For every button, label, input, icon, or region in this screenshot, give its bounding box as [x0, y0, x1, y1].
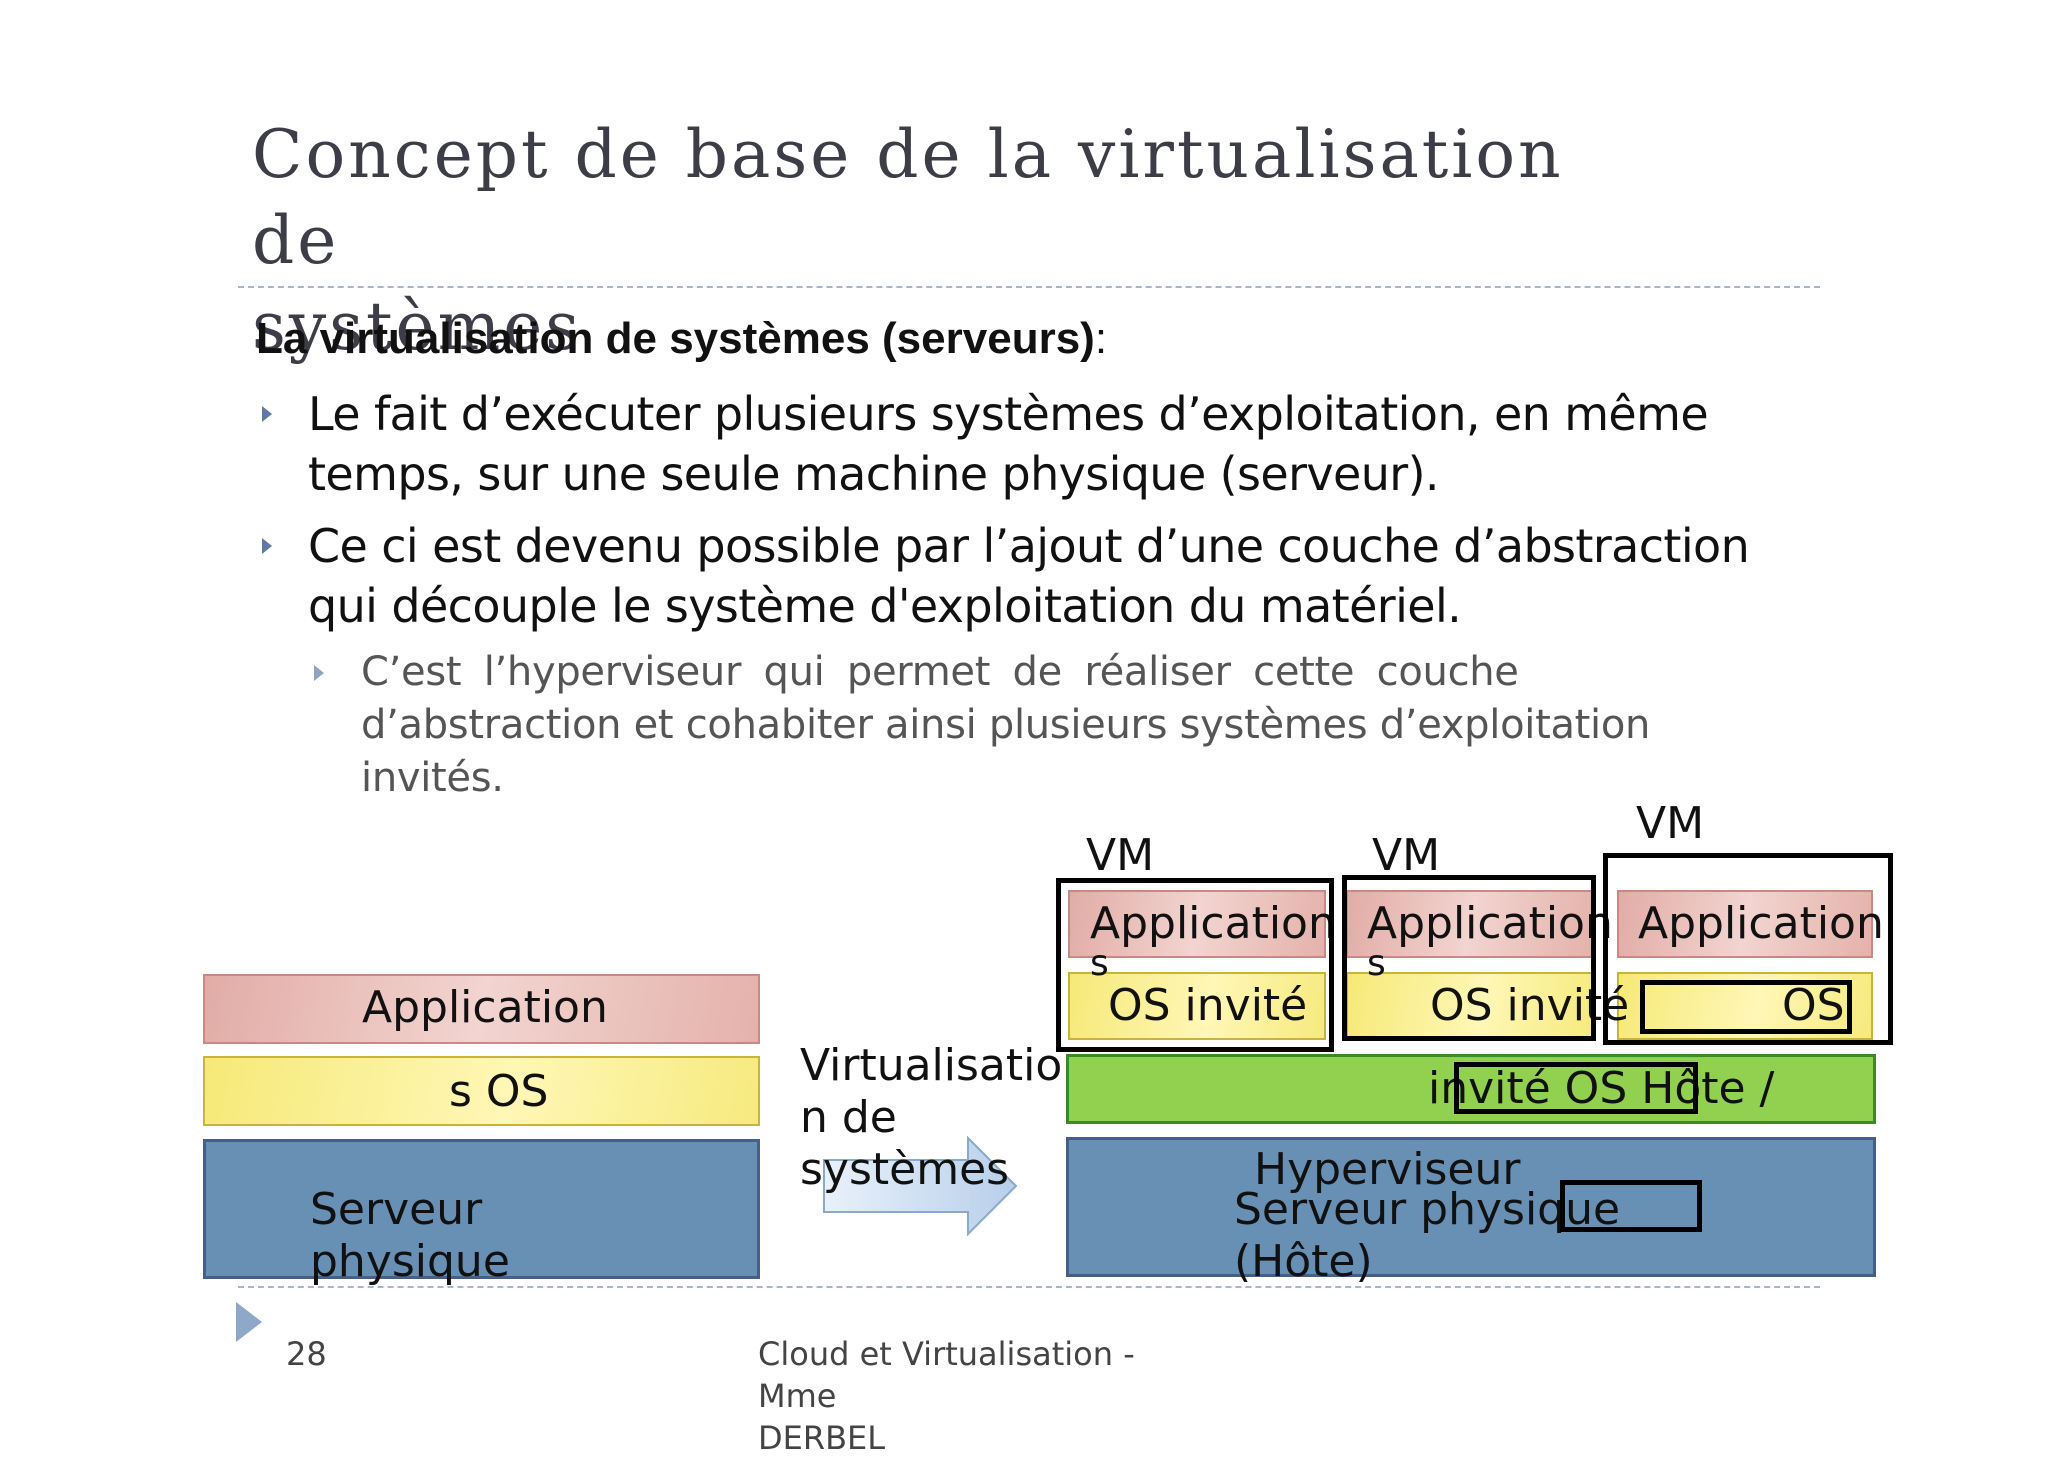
hypervisor-label: Hyperviseur — [1254, 1144, 1521, 1195]
host-os-label: invité OS Hôte / — [1428, 1063, 1775, 1114]
vm1-application-label: Application — [1090, 898, 1336, 949]
right-server-label-line-2: (Hôte) — [1234, 1236, 1373, 1287]
footer-caption-line-1: Cloud et Virtualisation - Mme — [758, 1335, 1135, 1415]
arrow-label-line-3: systèmes — [800, 1144, 1010, 1195]
vm2-application-layer — [1346, 890, 1594, 958]
left-os-layer — [203, 1056, 760, 1126]
vm1-guest-os-label: OS invité — [1108, 980, 1308, 1031]
vm2-application-label-suffix: s — [1367, 943, 1386, 984]
sub-bullet-line-2: d’abstraction et cohabiter ainsi plusieu… — [361, 702, 1651, 748]
bullet-2-line-1: Ce ci est devenu possible par l’ajout d’… — [308, 519, 1750, 573]
bullet-1-line-1: Le fait d’exécuter plusieurs systèmes d’… — [308, 387, 1709, 441]
vm-label-1: VM — [1086, 830, 1155, 881]
left-server-label-line-1: Serveur — [310, 1184, 483, 1235]
vm3-application-label: Application — [1638, 898, 1884, 949]
footer-caption-line-2: DERBEL — [758, 1419, 886, 1457]
left-application-label: Application — [362, 982, 608, 1033]
arrow-label-line-2: n de — [800, 1092, 897, 1143]
right-server-layer — [1066, 1137, 1876, 1277]
section-heading-colon: : — [1094, 314, 1108, 363]
vm2-application-label: Application — [1367, 898, 1613, 949]
vm3-guest-os-label: OS — [1782, 980, 1845, 1031]
host-os-highlight — [1454, 1062, 1698, 1114]
sub-bullet-item: C’est l’hyperviseur qui permet de réalis… — [361, 646, 1741, 805]
vm3-application-layer — [1617, 890, 1873, 958]
left-server-label-line-2: physique — [310, 1236, 510, 1287]
section-heading: La virtualisation de systèmes (serveurs)… — [256, 314, 1107, 364]
arrow-label-line-1: Virtualisatio — [800, 1040, 1063, 1091]
virtualization-arrow-icon — [823, 1136, 1018, 1236]
bullet-arrow-icon — [262, 406, 272, 422]
left-os-label: s OS — [449, 1066, 549, 1117]
server-highlight — [1560, 1180, 1702, 1232]
vm1-application-layer — [1068, 890, 1326, 958]
slide-title: Concept de base de la virtualisation de … — [252, 112, 1652, 370]
footer-triangle-icon — [236, 1302, 262, 1342]
bullet-2-line-2: qui découple le système d'exploitation d… — [308, 579, 1462, 633]
vm3-frame — [1603, 853, 1893, 1045]
sub-bullet-line-3: invités. — [361, 755, 504, 801]
vm1-frame — [1056, 878, 1334, 1052]
vm3-guest-os-highlight — [1640, 980, 1852, 1034]
slide-title-line-2: systèmes — [252, 288, 583, 365]
left-server-layer — [203, 1139, 760, 1279]
bullet-item-2: Ce ci est devenu possible par l’ajout d’… — [308, 516, 1838, 636]
vm-label-2: VM — [1372, 830, 1441, 881]
vm2-guest-os-label: OS invité — [1430, 980, 1630, 1031]
title-divider — [238, 286, 1820, 288]
sub-bullet-line-1: C’est l’hyperviseur qui permet de réalis… — [361, 649, 1519, 695]
right-server-label-line-1: Serveur physique — [1234, 1184, 1621, 1235]
left-application-layer — [203, 974, 760, 1044]
vm2-guest-os-layer — [1346, 972, 1594, 1040]
vm-label-3: VM — [1636, 798, 1705, 849]
bullet-arrow-icon — [262, 538, 272, 554]
sub-bullet-arrow-icon — [314, 665, 324, 681]
bullet-1-line-2: temps, sur une seule machine physique (s… — [308, 447, 1440, 501]
section-heading-text: La virtualisation de systèmes (serveurs) — [256, 314, 1095, 363]
vm1-application-label-suffix: s — [1090, 943, 1109, 984]
bullet-item-1: Le fait d’exécuter plusieurs systèmes d’… — [308, 384, 1838, 504]
slide-title-line-1: Concept de base de la virtualisation de — [252, 116, 1564, 279]
footer-caption: Cloud et Virtualisation - Mme DERBEL — [758, 1333, 1198, 1459]
vm2-frame — [1342, 875, 1596, 1041]
vm1-guest-os-layer — [1068, 972, 1326, 1040]
page-number: 28 — [286, 1335, 327, 1373]
footer-divider — [238, 1286, 1820, 1288]
